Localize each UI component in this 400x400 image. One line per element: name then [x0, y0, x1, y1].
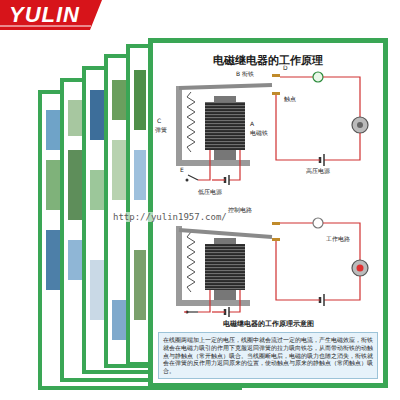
brand-logo: YULIN	[0, 0, 80, 30]
part-label: 弹簧	[155, 127, 167, 134]
circuit-label: 控制电路	[228, 207, 252, 214]
part-label: 触点	[284, 96, 296, 103]
logo-banner: YULIN	[0, 0, 102, 30]
poster-title: 电磁继电器的工作原理	[153, 43, 383, 68]
part-label: D	[283, 65, 288, 72]
body-text: 在线圈两端加上一定的电压，线圈中就会流过一定的电流，产生电磁效应，衔铁就会在电磁…	[163, 336, 373, 375]
relay-released	[176, 72, 368, 185]
part-label: C	[157, 118, 161, 125]
part-label: B 衔铁	[236, 71, 254, 78]
text-panel: 在线圈两端加上一定的电压，线圈中就会流过一定的电流，产生电磁效应，衔铁就会在电磁…	[158, 332, 378, 379]
watermark: http://yulin1957.com/	[112, 212, 228, 222]
circuit-label: 高压电源	[306, 168, 330, 175]
relay-attracted	[176, 218, 368, 317]
part-label: E	[180, 167, 184, 174]
part-label: 电磁铁	[250, 130, 268, 137]
circuit-label: 工作电路	[326, 236, 350, 243]
circuit-label: 低压电源	[198, 189, 222, 196]
figure-caption: 电磁继电器的工作原理示意图	[223, 320, 314, 328]
part-label: A	[250, 121, 254, 128]
